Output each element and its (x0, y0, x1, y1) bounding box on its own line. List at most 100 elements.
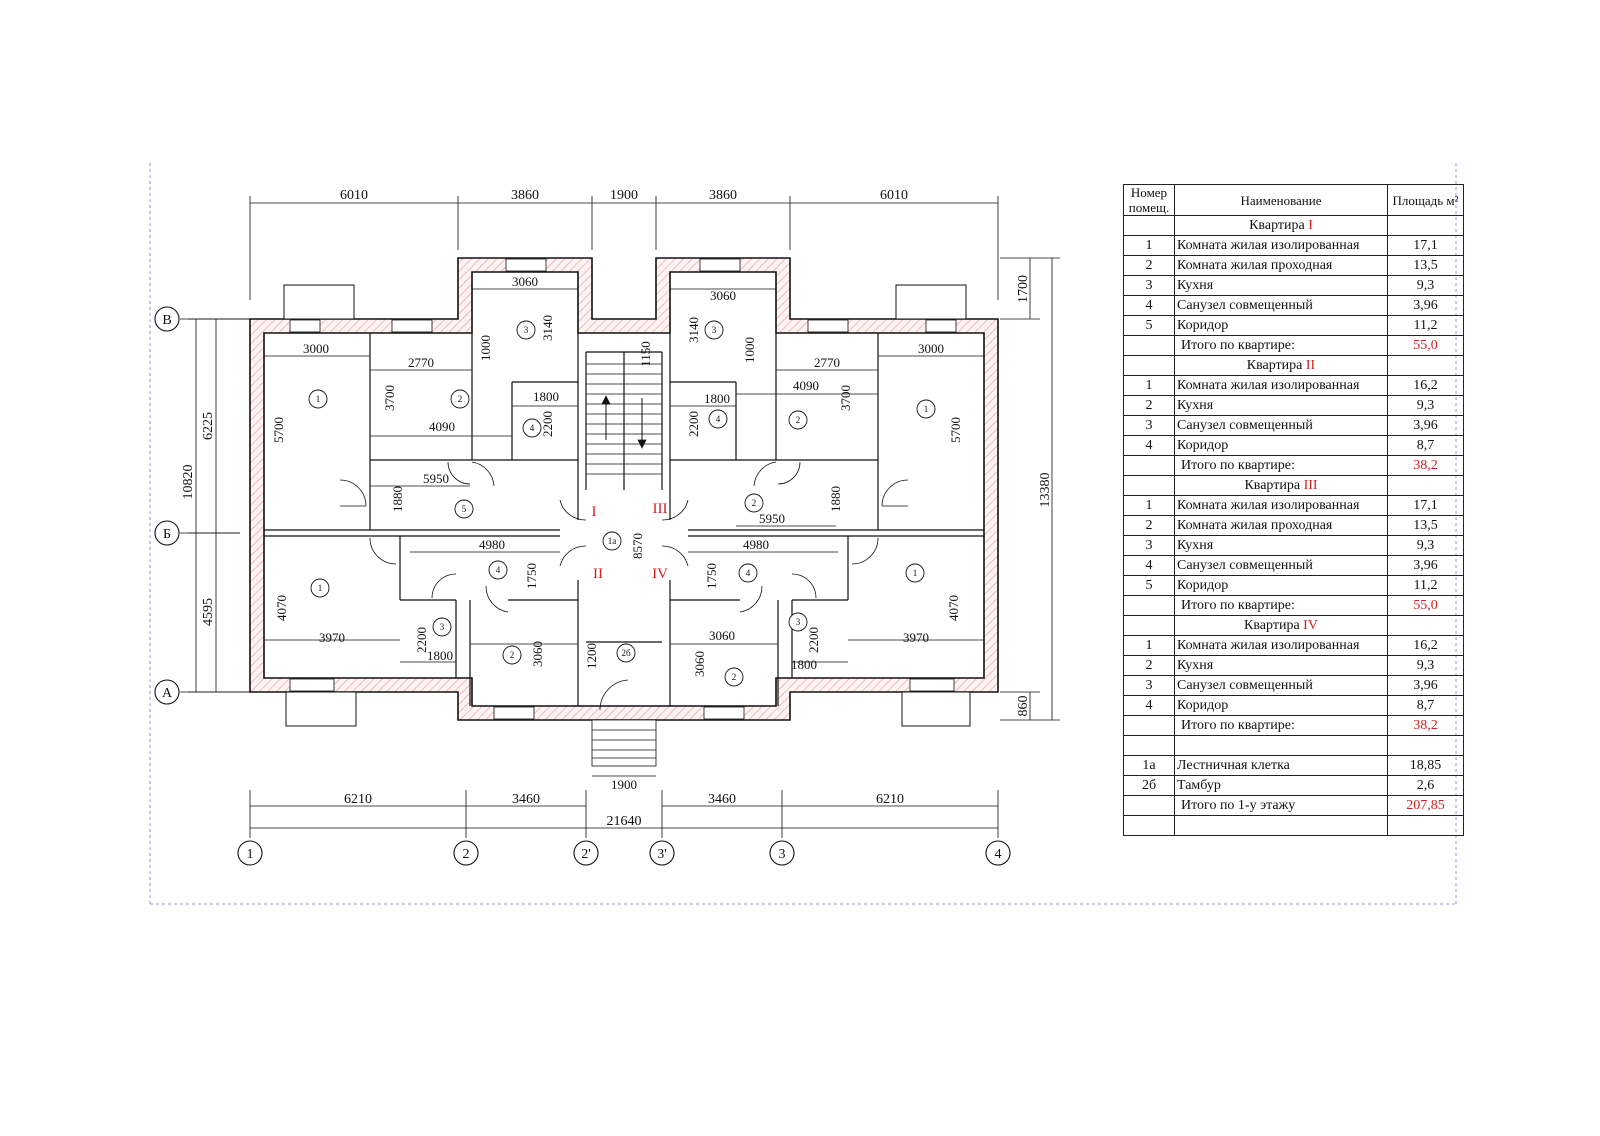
room-marker-1: 1 (318, 583, 323, 593)
room-number: 1 (1123, 495, 1175, 516)
right-dim-top: 1700 (1016, 275, 1031, 303)
table-cell (1387, 215, 1464, 236)
dim-text: 3140 (686, 317, 701, 343)
dim-text: 4980 (479, 537, 505, 552)
room-name: Санузел совмещенный (1174, 415, 1388, 436)
bottom-dim-4: 6210 (876, 792, 904, 807)
apartment-title: Квартира IV (1174, 615, 1388, 636)
apartment-title-text: Квартира (1244, 478, 1304, 493)
dim-text: 4070 (946, 595, 961, 621)
room-area: 9,3 (1387, 275, 1464, 296)
room-name: Санузел совмещенный (1174, 295, 1388, 316)
table-cell (1123, 355, 1175, 376)
room-marker-1: 1 (913, 568, 918, 578)
room-area: 13,5 (1387, 255, 1464, 276)
room-name: Комната жилая изолированная (1174, 235, 1388, 256)
room-number: 1 (1123, 235, 1175, 256)
apartment-total-value: 38,2 (1387, 455, 1464, 476)
dim-text: 2770 (408, 355, 434, 370)
table-cell (1123, 475, 1175, 496)
room-schedule-table: Номер помещ. Наименование Площадь м² Ква… (1123, 184, 1464, 836)
room-area: 9,3 (1387, 395, 1464, 416)
table-cell (1123, 735, 1175, 756)
apartment-section-header: Квартира II (1123, 355, 1464, 376)
header-area: Площадь м² (1387, 184, 1464, 216)
table-cell (1123, 595, 1175, 616)
windows (289, 258, 957, 720)
apartment-total-row: Итого по квартире:55,0 (1123, 595, 1464, 616)
dim-text: 1000 (478, 335, 493, 361)
room-marker-2: 2 (796, 415, 801, 425)
dim-text: 1800 (427, 648, 453, 663)
room-name: Коридор (1174, 575, 1388, 596)
room-name: Комната жилая изолированная (1174, 375, 1388, 396)
table-cell (1123, 715, 1175, 736)
room-name: Кухня (1174, 535, 1388, 556)
room-area: 9,3 (1387, 535, 1464, 556)
room-markers: 1 2 3 4 5 3 4 2 1 2 1а 2б 1 4 3 2 4 1 3 … (308, 320, 936, 687)
room-marker-3: 3 (712, 325, 717, 335)
doors (339, 461, 909, 711)
dim-text: 3060 (710, 288, 736, 303)
entrance-dim: 1900 (611, 777, 637, 792)
table-cell (1123, 215, 1175, 236)
dim-text: 1150 (638, 341, 653, 367)
room-marker-4: 4 (530, 423, 535, 433)
dim-text: 3000 (918, 341, 944, 356)
table-cell (1174, 735, 1388, 756)
sheet-frame (149, 163, 1457, 905)
dim-text: 2770 (814, 355, 840, 370)
dim-text: 2200 (686, 411, 701, 437)
room-area: 11,2 (1387, 575, 1464, 596)
dim-text: 4980 (743, 537, 769, 552)
room-name: Комната жилая проходная (1174, 255, 1388, 276)
room-area: 16,2 (1387, 635, 1464, 656)
dim-text: 1880 (390, 486, 405, 512)
axis-marker-a (154, 679, 180, 705)
room-number: 4 (1123, 695, 1175, 716)
dim-text: 5700 (271, 417, 286, 443)
room-marker-2: 2 (510, 650, 515, 660)
inner-dimension-texts: 3060 3060 3000 3000 2770 2770 1800 1800 … (271, 274, 963, 677)
top-dim-2: 3860 (511, 188, 539, 203)
room-number: 2 (1123, 395, 1175, 416)
floor-total-label: Итого по 1-у этажу (1174, 795, 1388, 816)
room-area: 8,7 (1387, 435, 1464, 456)
apartment-label-ii: II (593, 566, 603, 582)
room-marker-5: 5 (462, 504, 467, 514)
dim-text: 3060 (692, 651, 707, 677)
apartment-total-row: Итого по квартире:55,0 (1123, 335, 1464, 356)
entrance-steps (591, 719, 657, 767)
room-marker-2: 2 (752, 498, 757, 508)
room-number: 4 (1123, 435, 1175, 456)
dim-text: 2200 (414, 627, 429, 653)
axis-marker-b (154, 520, 180, 546)
axis-label-b: Б (163, 527, 171, 542)
top-dimension-chain (249, 196, 999, 300)
dim-text: 1800 (791, 657, 817, 672)
room-area: 9,3 (1387, 655, 1464, 676)
dim-text: 1800 (704, 391, 730, 406)
top-dim-5: 6010 (880, 188, 908, 203)
apartment-title-text: Квартира (1244, 618, 1304, 633)
balconies (283, 284, 971, 727)
room-area: 3,96 (1387, 675, 1464, 696)
dim-text: 1750 (704, 563, 719, 589)
axis-label-4: 4 (995, 847, 1002, 862)
dim-text: 3970 (319, 630, 345, 645)
room-name: Лестничная клетка (1174, 755, 1388, 776)
overall-width-dim: 21640 (607, 814, 642, 829)
room-number: 5 (1123, 315, 1175, 336)
apartment-total-value: 55,0 (1387, 595, 1464, 616)
